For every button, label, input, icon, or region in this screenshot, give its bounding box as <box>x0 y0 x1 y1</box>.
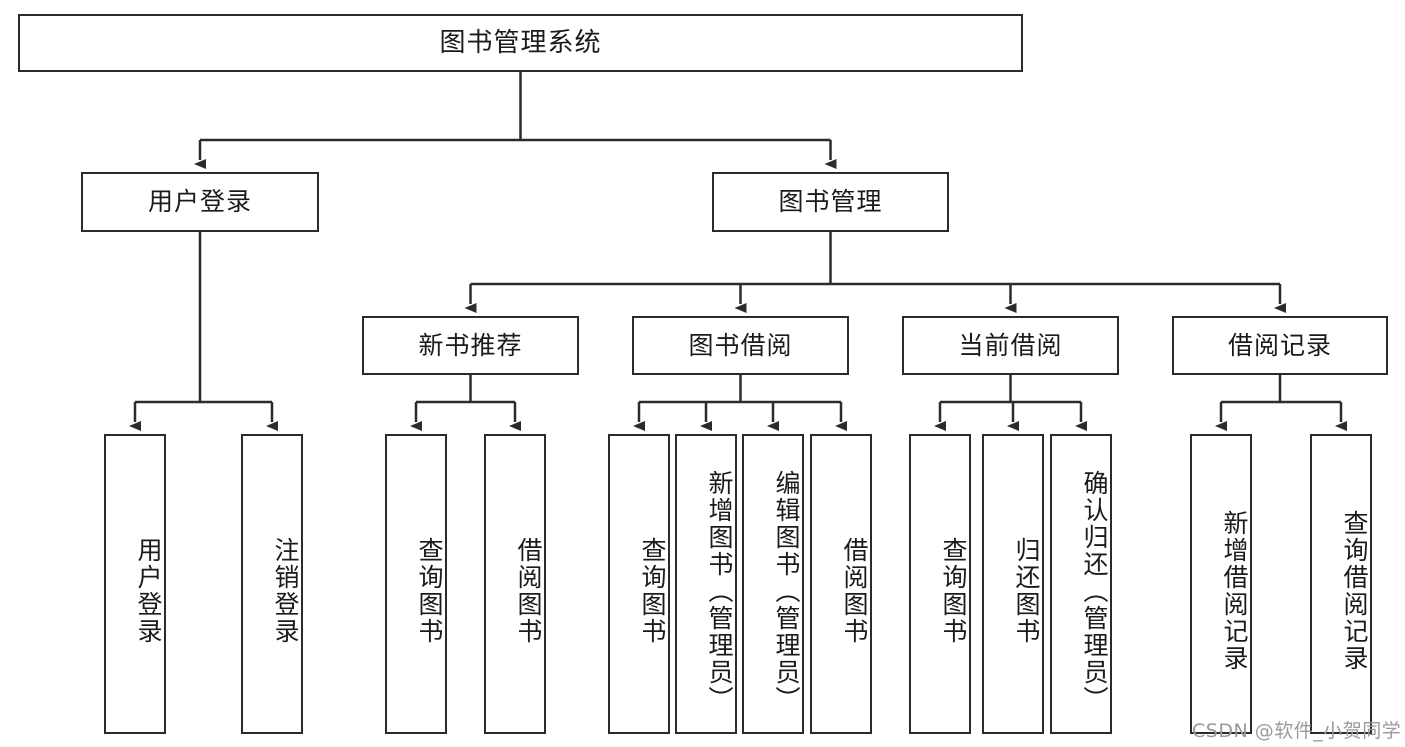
node-leaf-leaf-user-login[interactable]: 用户登录 <box>104 434 166 734</box>
node-label: 确认归还（管理员） <box>1080 469 1109 713</box>
node-label: 归还图书 <box>1012 537 1041 645</box>
node-leaf-leaf-query-book-rec[interactable]: 查询图书 <box>385 434 447 734</box>
node-current-borrow[interactable]: 当前借阅 <box>902 316 1119 375</box>
node-leaf-leaf-query-book-c[interactable]: 查询图书 <box>909 434 971 734</box>
node-label: 借阅图书 <box>840 537 869 645</box>
node-leaf-leaf-edit-book[interactable]: 编辑图书（管理员） <box>742 434 804 734</box>
node-label: 图书管理系统 <box>439 27 602 58</box>
node-leaf-leaf-return-book[interactable]: 归还图书 <box>982 434 1044 734</box>
node-book-manage[interactable]: 图书管理 <box>712 172 949 232</box>
node-user-login[interactable]: 用户登录 <box>81 172 319 232</box>
node-leaf-leaf-query-record[interactable]: 查询借阅记录 <box>1310 434 1372 734</box>
node-leaf-leaf-borrow-book-b[interactable]: 借阅图书 <box>810 434 872 734</box>
node-label: 借阅图书 <box>514 537 543 645</box>
node-label: 查询图书 <box>939 537 968 645</box>
node-leaf-leaf-add-record[interactable]: 新增借阅记录 <box>1190 434 1252 734</box>
node-new-book-rec[interactable]: 新书推荐 <box>362 316 579 375</box>
node-leaf-leaf-borrow-book-rec[interactable]: 借阅图书 <box>484 434 546 734</box>
node-label: 注销登录 <box>271 537 300 645</box>
node-book-borrow[interactable]: 图书借阅 <box>632 316 849 375</box>
node-label: 用户登录 <box>134 537 163 645</box>
node-label: 新增借阅记录 <box>1220 510 1249 672</box>
node-leaf-leaf-query-book-b[interactable]: 查询图书 <box>608 434 670 734</box>
node-label: 图书借阅 <box>688 330 793 360</box>
node-label: 图书管理 <box>778 187 883 217</box>
node-root-root[interactable]: 图书管理系统 <box>18 14 1023 72</box>
csdn-watermark: CSDN @软件_小贺同学 <box>1192 720 1402 742</box>
node-label: 查询图书 <box>638 537 667 645</box>
node-leaf-leaf-user-logout[interactable]: 注销登录 <box>241 434 303 734</box>
node-leaf-leaf-confirm-return[interactable]: 确认归还（管理员） <box>1050 434 1112 734</box>
node-leaf-leaf-add-book[interactable]: 新增图书（管理员） <box>675 434 737 734</box>
node-label: 查询图书 <box>415 537 444 645</box>
node-label: 当前借阅 <box>958 330 1063 360</box>
node-label: 新增图书（管理员） <box>705 469 734 713</box>
node-label: 用户登录 <box>147 187 252 217</box>
node-borrow-record[interactable]: 借阅记录 <box>1172 316 1388 375</box>
node-label: 新书推荐 <box>418 330 523 360</box>
node-label: 编辑图书（管理员） <box>772 469 801 713</box>
node-label: 查询借阅记录 <box>1340 510 1369 672</box>
node-label: 借阅记录 <box>1227 330 1332 360</box>
